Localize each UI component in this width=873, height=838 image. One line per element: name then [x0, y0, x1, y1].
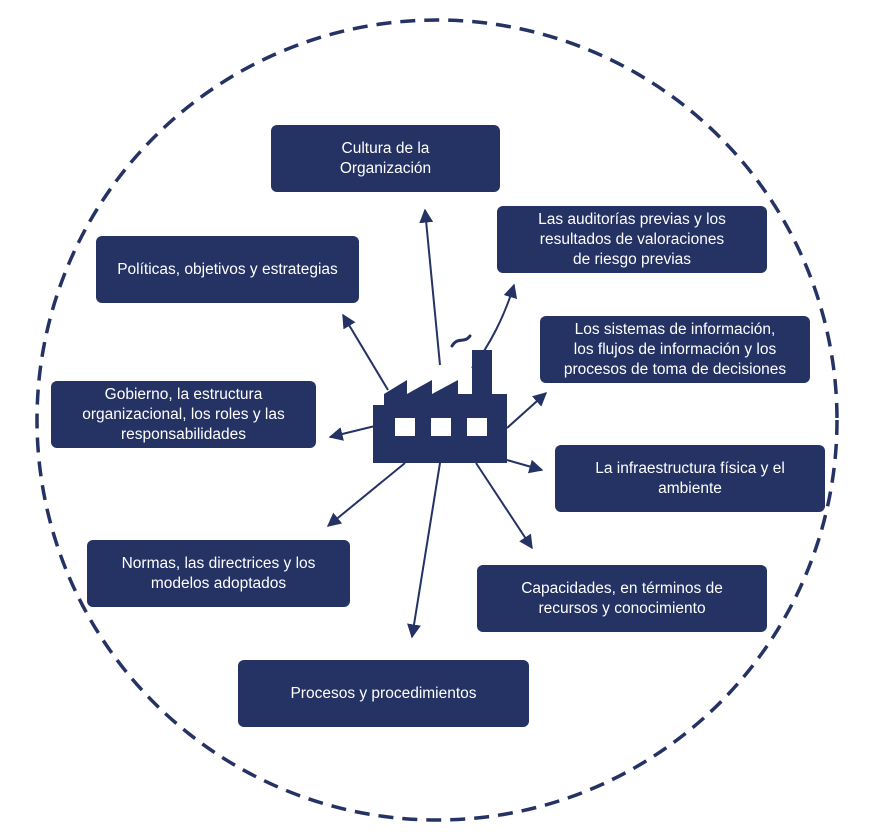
factory-icon — [373, 334, 507, 463]
box-procesos-procedimientos: Procesos y procedimientos — [238, 660, 529, 727]
arrows — [326, 208, 548, 639]
arrow-to-normas — [326, 462, 406, 527]
box-sistemas-informacion: Los sistemas de información, los flujos … — [540, 316, 810, 383]
arrow-to-capacidades — [475, 462, 533, 550]
arrow-to-infraestructura — [506, 459, 544, 474]
arrow-to-cultura — [419, 208, 441, 366]
arrow-to-politicas — [342, 313, 389, 391]
box-normas-directrices: Normas, las directrices y los modelos ad… — [87, 540, 350, 607]
arrow-to-gobierno — [328, 425, 376, 441]
box-politicas-objetivos: Políticas, objetivos y estrategias — [96, 236, 359, 303]
box-auditorias-previas: Las auditorías previas y los resultados … — [497, 206, 767, 273]
box-infraestructura-fisica: La infraestructura física y el ambiente — [555, 445, 825, 512]
arrow-to-procesos — [407, 462, 441, 639]
box-capacidades: Capacidades, en términos de recursos y c… — [477, 565, 767, 632]
box-cultura-organizacion: Cultura de la Organización — [271, 125, 500, 192]
dashed-boundary-circle — [35, 18, 839, 822]
arrow-to-sistemas — [506, 392, 548, 429]
box-gobierno-estructura: Gobierno, la estructura organizacional, … — [51, 381, 316, 448]
